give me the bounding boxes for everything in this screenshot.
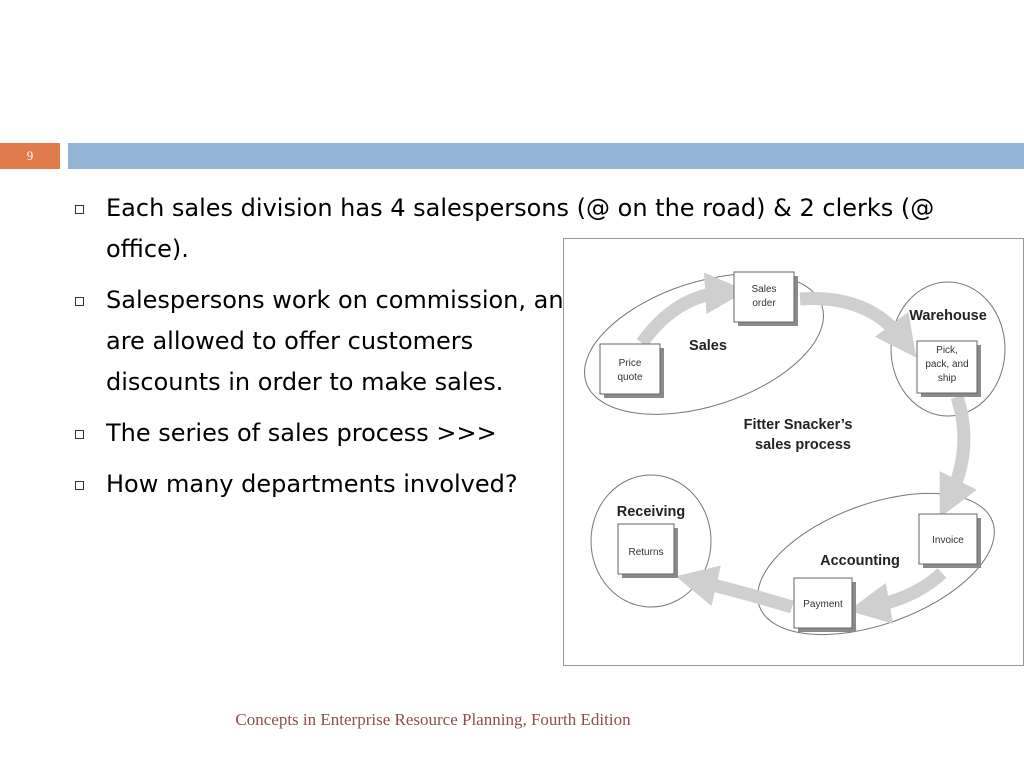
invoice-box: Invoice	[918, 513, 981, 568]
arrow-order-to-ship	[799, 292, 917, 358]
sales-order-box: Sales order	[733, 271, 798, 326]
payment-label: Payment	[803, 599, 843, 610]
bullet-square-icon	[75, 297, 84, 306]
bullet-item: Each sales division has 4 salespersons (…	[70, 188, 940, 270]
bullet-text: Each sales division has 4 salespersons (…	[106, 194, 935, 263]
arrow-payment-to-returns	[675, 565, 794, 614]
sales-order-label-line1: Sales	[751, 284, 776, 295]
payment-box: Payment	[793, 577, 856, 632]
arrow-invoice-to-payment	[848, 568, 947, 624]
sales-order-label-line2: order	[752, 298, 776, 309]
bullet-square-icon	[75, 481, 84, 490]
returns-label: Returns	[628, 547, 663, 558]
accounting-area-label: Accounting	[820, 553, 900, 569]
price-quote-box: Price quote	[599, 343, 664, 398]
arrow-quote-to-order	[636, 272, 747, 347]
invoice-label: Invoice	[932, 535, 964, 546]
warehouse-area-label: Warehouse	[909, 308, 987, 324]
footer-text: Concepts in Enterprise Resource Planning…	[235, 710, 631, 729]
bullet-list: Each sales division has 4 salespersons (…	[70, 188, 940, 515]
pick-pack-ship-label-line3: ship	[938, 373, 957, 384]
title-bar	[68, 143, 1024, 169]
sales-area-label: Sales	[689, 338, 727, 354]
accounting-ellipse	[757, 492, 995, 636]
diagram-title-line2: sales process	[755, 437, 851, 453]
arrow-ship-to-invoice	[939, 394, 977, 518]
pick-pack-ship-label-line2: pack, and	[925, 359, 968, 370]
price-quote-label-line1: Price	[619, 358, 642, 369]
bullet-item: Salespersons work on commission, and are…	[70, 280, 586, 403]
bullet-text: The series of sales process >>>	[106, 419, 497, 447]
receiving-ellipse	[590, 474, 712, 608]
slide-number: 9	[0, 143, 60, 169]
bullet-item: The series of sales process >>>	[70, 413, 940, 454]
bullet-text: How many departments involved?	[106, 470, 518, 498]
pick-pack-ship-box: Pick, pack, and ship	[916, 340, 981, 397]
returns-box: Returns	[617, 523, 678, 578]
sales-ellipse	[584, 273, 824, 415]
bullet-item: How many departments involved?	[70, 464, 940, 505]
header-band: 9	[0, 143, 1024, 169]
receiving-area-label: Receiving	[617, 504, 686, 520]
bullet-square-icon	[75, 430, 84, 439]
bullet-square-icon	[75, 205, 84, 214]
price-quote-label-line2: quote	[617, 372, 642, 383]
diagram-title-line1: Fitter Snacker’s	[744, 417, 853, 433]
bullet-text: Salespersons work on commission, and are…	[106, 286, 579, 396]
pick-pack-ship-label-line1: Pick,	[936, 345, 958, 356]
diagram-canvas: Price quote Sales order Pick, pack, and …	[584, 271, 1006, 636]
sales-process-diagram: Price quote Sales order Pick, pack, and …	[563, 238, 1024, 666]
